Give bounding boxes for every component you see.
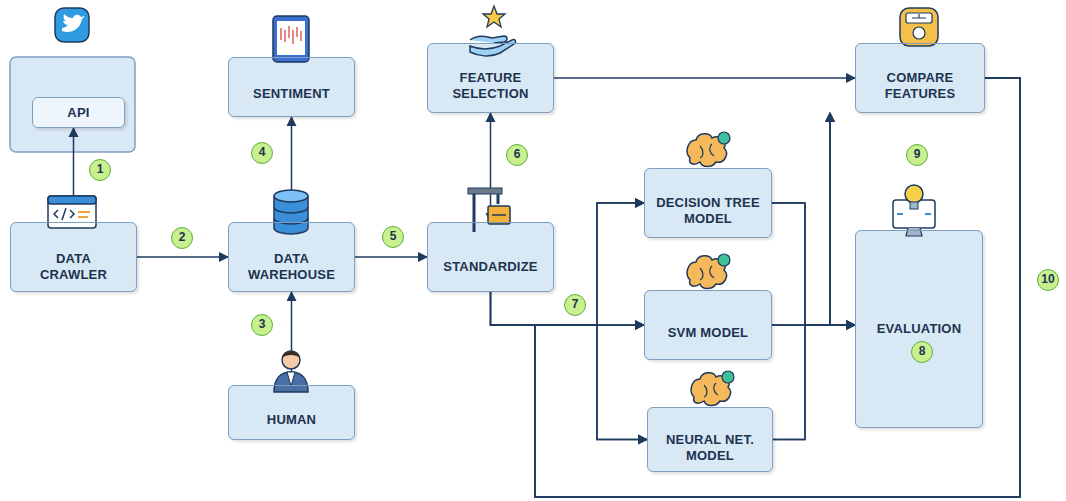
callout-number: 6 <box>506 144 528 166</box>
brain-icon <box>687 254 730 289</box>
box-fill <box>228 57 355 117</box>
callout-number: 5 <box>382 226 404 248</box>
flow-connector <box>535 78 1020 497</box>
box-fill <box>228 385 355 440</box>
callout-number: 7 <box>564 294 586 316</box>
flow-connector <box>554 77 855 79</box>
box-label: SENTIMENT <box>253 86 330 102</box>
standardize-icon <box>468 188 510 232</box>
box-fills <box>10 43 985 472</box>
database-icon <box>274 190 308 234</box>
box-label: FEATURE SELECTION <box>436 70 546 102</box>
callout-number: 3 <box>251 314 273 336</box>
evaluation-icon <box>893 185 935 236</box>
box-fill <box>644 168 772 238</box>
sentiment-icon <box>273 16 309 62</box>
callout-number: 2 <box>171 227 193 249</box>
callout-number: 4 <box>251 142 273 164</box>
feature-icon <box>470 6 515 56</box>
flow-connector <box>491 292 648 440</box>
box-label: EVALUATION <box>877 321 962 337</box>
flow-connector <box>137 256 228 258</box>
box-fill <box>855 230 983 428</box>
callout-number: 10 <box>1037 269 1059 291</box>
box-fill <box>32 97 125 128</box>
process-box: HUMAN <box>228 385 355 440</box>
box-label: SVM MODEL <box>668 325 749 341</box>
process-box: DATA WAREHOUSE <box>228 222 355 292</box>
brain-icon <box>691 371 734 406</box>
callout-number: 8 <box>911 341 933 363</box>
box-label: API <box>67 105 89 121</box>
box-label: COMPARE FEATURES <box>868 70 972 102</box>
flow-connector <box>773 113 830 440</box>
flow-connector <box>291 292 293 385</box>
flow-connector <box>355 256 427 258</box>
compare-icon <box>900 8 938 46</box>
box-fill <box>427 222 554 292</box>
box-label: HUMAN <box>267 412 316 428</box>
box-label: DATA WAREHOUSE <box>237 251 347 283</box>
flow-connector <box>773 325 855 440</box>
box-fill <box>644 290 772 360</box>
callout-number: 1 <box>89 159 111 181</box>
process-box: EVALUATION <box>855 230 983 428</box>
process-box: DECISION TREE MODEL <box>644 168 772 238</box>
flow-connector <box>535 78 1020 497</box>
process-box: SENTIMENT <box>228 57 355 117</box>
flow-connector <box>772 113 830 325</box>
process-box: STANDARDIZE <box>427 222 554 292</box>
twitter-icon <box>55 8 89 42</box>
box-fill <box>10 222 137 292</box>
flow-connector <box>772 203 855 325</box>
process-box: SVM MODEL <box>644 290 772 360</box>
flow-connector <box>772 113 830 325</box>
box-label: DECISION TREE MODEL <box>652 195 764 227</box>
process-box: COMPARE FEATURES <box>855 43 985 113</box>
box-fill <box>647 407 773 472</box>
box-label: NEURAL NET. MODEL <box>654 432 766 464</box>
box-label: STANDARDIZE <box>443 259 537 275</box>
crawler-icon <box>48 196 96 228</box>
process-box: NEURAL NET. MODEL <box>647 407 773 472</box>
box-fill <box>855 43 985 113</box>
box-label: DATA CRAWLER <box>26 251 122 283</box>
process-box: FEATURE SELECTION <box>427 43 554 113</box>
connector-lines <box>74 78 1021 497</box>
callout-number: 9 <box>906 144 928 166</box>
brain-icon <box>687 132 730 167</box>
process-box: API <box>32 97 125 128</box>
flow-connector <box>535 78 1020 497</box>
process-box: DATA CRAWLER <box>10 222 137 292</box>
flow-connector <box>491 292 645 325</box>
source-panel <box>10 57 135 152</box>
